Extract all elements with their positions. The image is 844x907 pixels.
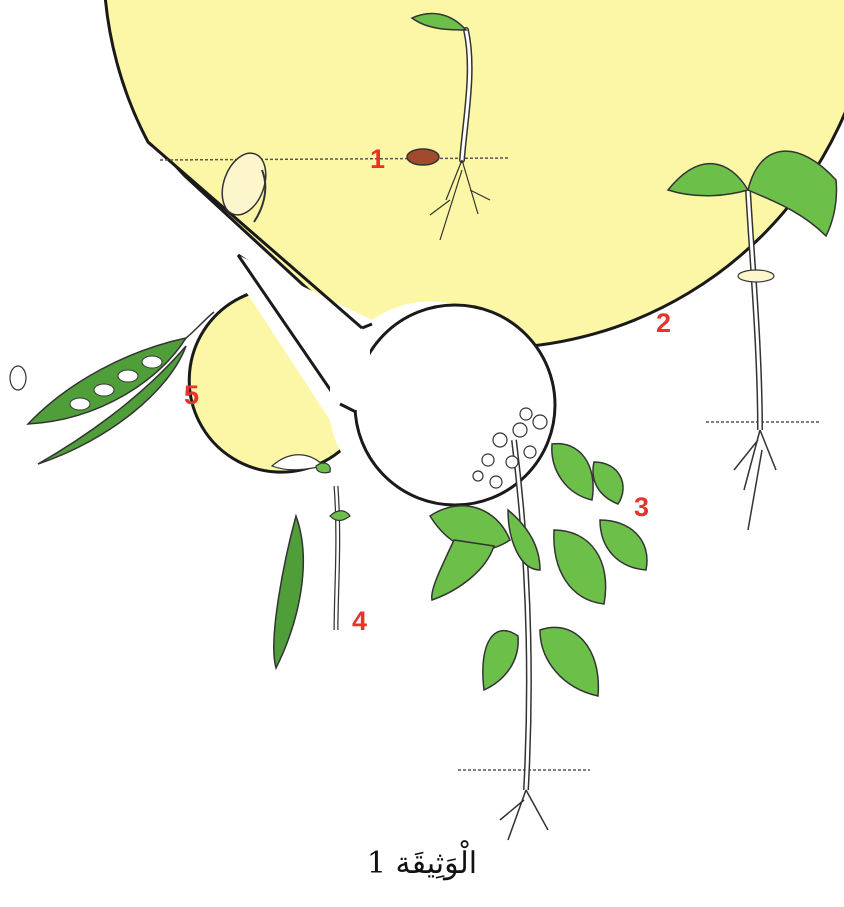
leaf-icon xyxy=(483,631,518,690)
stage-4-pod-formation xyxy=(272,455,350,668)
stage-number-2: 2 xyxy=(656,308,671,338)
seed-coat-icon xyxy=(407,149,439,165)
roots-icon xyxy=(500,790,548,840)
leaf-icon xyxy=(540,627,598,696)
bean-seed-icon xyxy=(142,356,162,368)
leaf-icon xyxy=(432,540,494,600)
bean-seed-icon xyxy=(70,398,90,410)
center-hole xyxy=(355,305,555,505)
stage-number-1: 1 xyxy=(370,144,385,174)
hole-sector-joint xyxy=(330,330,370,410)
pod-icon xyxy=(274,516,303,668)
leaf-icon xyxy=(552,444,593,500)
roots-icon xyxy=(734,430,776,530)
leaf-icon xyxy=(593,462,623,504)
cotyledon-scar-icon xyxy=(738,270,774,282)
stage-number-4: 4 xyxy=(352,606,367,636)
leaf-icon xyxy=(554,530,606,604)
stage-number-5: 5 xyxy=(184,380,199,410)
stage-number-3: 3 xyxy=(634,492,649,522)
leaf-icon xyxy=(600,520,647,570)
loose-seed-icon xyxy=(10,366,26,390)
bean-seed-icon xyxy=(94,384,114,396)
stem-icon xyxy=(336,486,338,630)
bean-seed-icon xyxy=(118,370,138,382)
document-caption: الْوَثِيقَة 1 xyxy=(0,846,844,881)
